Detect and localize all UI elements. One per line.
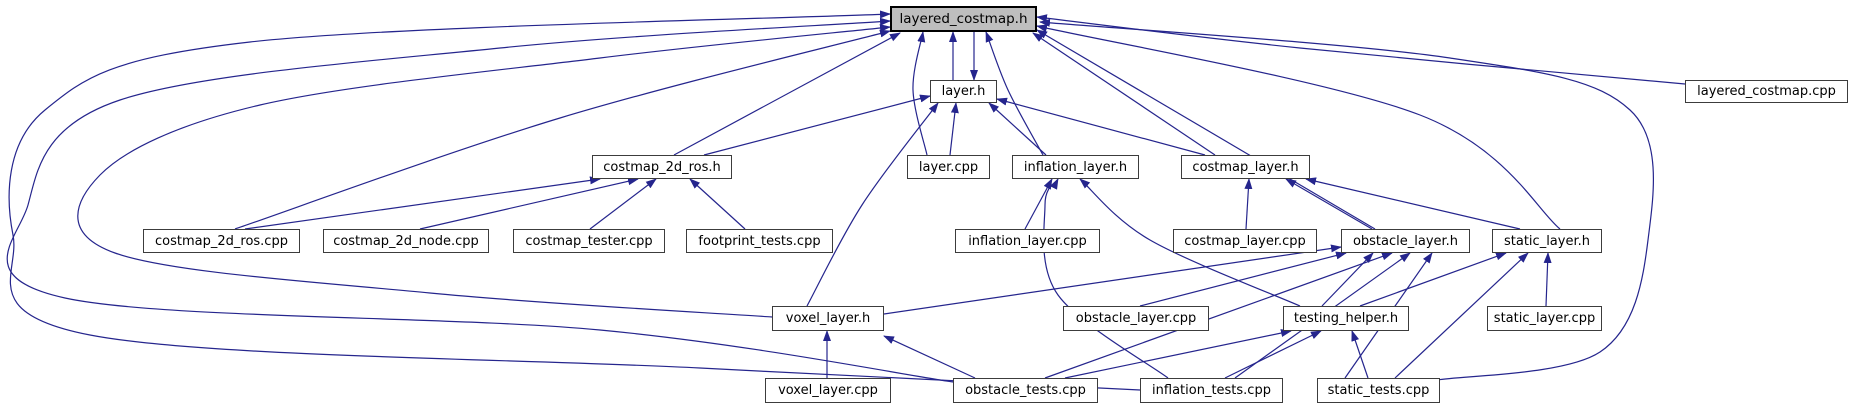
edge-costmap_2d_ros_h-to-layered_costmap_h (673, 32, 901, 156)
graph-node-footprint_tests_cpp[interactable]: footprint_tests.cpp (686, 229, 833, 253)
edge-inflation_layer_cpp-to-inflation_layer_h (1024, 178, 1053, 230)
edge-costmap_layer_h-to-layered_costmap_h (1032, 32, 1216, 156)
graph-node-label: layer.cpp (918, 159, 979, 175)
graph-node-label: costmap_layer.h (1192, 159, 1299, 175)
edge-layer_cpp-to-layer_h (949, 102, 959, 156)
graph-node-label: inflation_layer.h (1023, 159, 1128, 175)
graph-node-costmap_layer_cpp[interactable]: costmap_layer.cpp (1173, 229, 1317, 253)
graph-node-label: inflation_tests.cpp (1152, 383, 1271, 398)
graph-node-label: obstacle_layer.h (1352, 233, 1459, 249)
edge-static_layer_h-to-layered_costmap_h (1036, 24, 1561, 230)
graph-node-layer_cpp[interactable]: layer.cpp (907, 155, 990, 179)
edge-static_layer_cpp-to-static_layer_h (1543, 252, 1552, 307)
graph-node-label: costmap_tester.cpp (525, 233, 653, 249)
graph-node-label: obstacle_tests.cpp (965, 383, 1086, 398)
graph-node-static_layer_cpp[interactable]: static_layer.cpp (1487, 306, 1602, 331)
edge-costmap_tester_cpp-to-costmap_2d_ros_h (589, 178, 657, 230)
graph-node-label: voxel_layer.h (785, 311, 871, 326)
graph-node-label: costmap_2d_ros.h (603, 159, 721, 175)
graph-node-label: testing_helper.h (1293, 311, 1399, 326)
edge-costmap_2d_ros_h-to-layer_h (703, 94, 931, 156)
edge-voxel_layer_h-to-layer_h (806, 102, 939, 307)
edge-inflation_tests_cpp-to-inflation_layer_h (1043, 178, 1169, 379)
edge-obstacle_tests_cpp-to-voxel_layer_h (883, 335, 976, 379)
edge-voxel_layer_h-to-obstacle_layer_h (883, 244, 1342, 315)
graph-node-inflation_layer_h[interactable]: inflation_layer.h (1012, 155, 1139, 179)
edge-layered_costmap_cpp-to-layered_costmap_h (1036, 14, 1686, 85)
edge-obstacle_layer_h-to-costmap_layer_h (1285, 178, 1373, 230)
graph-node-label: costmap_2d_ros.cpp (155, 233, 288, 249)
graph-node-label: static_layer.cpp (1493, 311, 1596, 326)
graph-node-obstacle_layer_cpp[interactable]: obstacle_layer.cpp (1063, 306, 1209, 331)
edge-costmap_layer_h-to-layer_h (996, 97, 1206, 156)
graph-node-label: footprint_tests.cpp (698, 233, 821, 249)
graph-node-label: obstacle_layer.cpp (1075, 311, 1197, 326)
edge-voxel_layer_h-to-layered_costmap_h (77, 24, 891, 318)
graph-node-label: layered_costmap.cpp (1697, 84, 1836, 99)
graph-node-label: static_tests.cpp (1327, 383, 1430, 398)
graph-node-voxel_layer_h[interactable]: voxel_layer.h (772, 306, 884, 331)
graph-node-label: layer.h (941, 84, 986, 99)
graph-node-voxel_layer_cpp[interactable]: voxel_layer.cpp (765, 378, 891, 403)
edge-costmap_2d_node_cpp-to-costmap_2d_ros_h (419, 177, 639, 230)
graph-node-costmap_layer_h[interactable]: costmap_layer.h (1181, 155, 1310, 179)
graph-node-costmap_2d_node_cpp[interactable]: costmap_2d_node.cpp (323, 229, 489, 253)
graph-node-obstacle_tests_cpp[interactable]: obstacle_tests.cpp (953, 378, 1098, 403)
edge-testing_helper_h-to-static_layer_h (1359, 252, 1507, 307)
edge-inflation_tests_cpp-to-testing_helper_h (1224, 330, 1322, 379)
graph-node-label: inflation_layer.cpp (968, 233, 1087, 249)
edge-costmap_layer_cpp-to-costmap_layer_h (1244, 178, 1253, 230)
edge-testing_helper_h-to-obstacle_layer_h (1321, 252, 1374, 307)
graph-node-testing_helper_h[interactable]: testing_helper.h (1283, 306, 1409, 331)
edge-obstacle_layer_cpp-to-obstacle_layer_h (1139, 251, 1347, 307)
edge-static_tests_cpp-to-testing_helper_h (1351, 330, 1369, 379)
graph-node-inflation_layer_cpp[interactable]: inflation_layer.cpp (955, 229, 1100, 253)
edge-obstacle_tests_cpp-to-testing_helper_h (1064, 329, 1292, 379)
graph-node-inflation_tests_cpp[interactable]: inflation_tests.cpp (1140, 378, 1283, 403)
graph-node-static_tests_cpp[interactable]: static_tests.cpp (1317, 378, 1440, 403)
graph-node-label: voxel_layer.cpp (778, 383, 878, 398)
edge-inflation_layer_h-to-layer_h (988, 102, 1047, 156)
graph-node-layered_costmap_h: layered_costmap.h (890, 6, 1037, 32)
edge-footprint_tests_cpp-to-costmap_2d_ros_h (689, 178, 746, 230)
graph-node-costmap_tester_cpp[interactable]: costmap_tester.cpp (513, 229, 665, 253)
graph-node-layer_h[interactable]: layer.h (930, 80, 997, 103)
graph-node-label: costmap_2d_node.cpp (333, 233, 479, 249)
graph-node-label: costmap_layer.cpp (1184, 233, 1306, 249)
graph-node-static_layer_h[interactable]: static_layer.h (1492, 229, 1602, 253)
graph-node-label: static_layer.h (1504, 233, 1590, 249)
graph-node-costmap_2d_ros_h[interactable]: costmap_2d_ros.h (592, 155, 732, 179)
edge-static_layer_h-to-costmap_layer_h (1305, 177, 1521, 230)
graph-node-costmap_2d_ros_cpp[interactable]: costmap_2d_ros.cpp (143, 229, 300, 253)
graph-node-layered_costmap_cpp[interactable]: layered_costmap.cpp (1685, 80, 1848, 103)
edge-layer_cpp-to-layered_costmap_h (912, 31, 928, 156)
edge-obstacle_layer_h-to-layered_costmap_h (1036, 29, 1376, 230)
graph-node-label: layered_costmap.h (899, 11, 1028, 27)
edge-inflation_tests_cpp-to-layered_costmap_h (8, 10, 1141, 391)
edge-costmap_2d_ros_cpp-to-layered_costmap_h (234, 29, 891, 230)
graph-node-obstacle_layer_h[interactable]: obstacle_layer.h (1341, 229, 1470, 253)
edge-costmap_2d_ros_cpp-to-costmap_2d_ros_h (244, 176, 601, 230)
